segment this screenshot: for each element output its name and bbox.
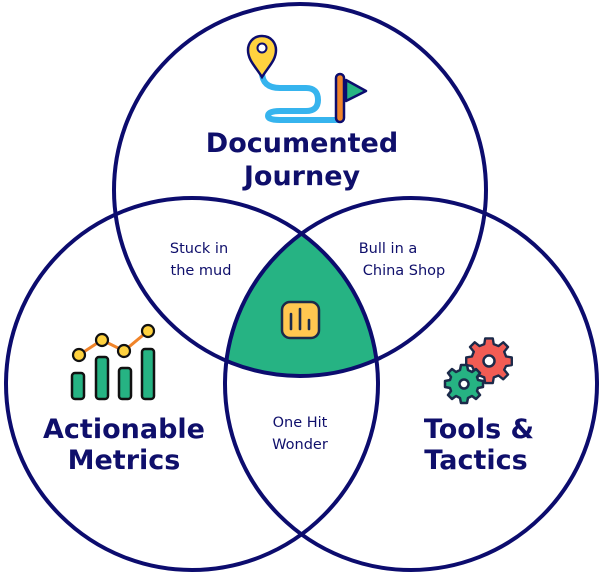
set-title-actionable-metrics-line1: Actionable xyxy=(43,414,205,445)
intersection-label-one-hit-line2: Wonder xyxy=(272,437,328,453)
gears-icon xyxy=(443,337,513,405)
bar-chart-app-icon xyxy=(280,300,321,340)
intersection-label-one-hit-line1: One Hit xyxy=(273,415,328,431)
intersection-label-stuck-line1: Stuck in xyxy=(170,241,228,257)
set-title-actionable-metrics-line2: Metrics xyxy=(68,445,181,476)
center-intersection xyxy=(225,198,378,376)
set-title-documented-journey-line2: Journey xyxy=(242,161,361,192)
circle-tools-tactics xyxy=(223,196,599,572)
set-title-tools-tactics-line2: Tactics xyxy=(424,445,527,476)
route-map-icon xyxy=(246,34,368,124)
circle-actionable-metrics xyxy=(4,196,380,572)
set-title-tools-tactics-line1: Tools & xyxy=(424,414,534,445)
bar-line-chart-icon xyxy=(70,323,156,401)
intersection-label-bull-line1: Bull in a xyxy=(359,241,418,257)
set-title-documented-journey-line1: Documented xyxy=(206,128,398,159)
circle-documented-journey xyxy=(112,2,488,378)
intersection-label-stuck-line2: the mud xyxy=(171,263,232,279)
intersection-label-bull-line2: China Shop xyxy=(363,263,446,279)
